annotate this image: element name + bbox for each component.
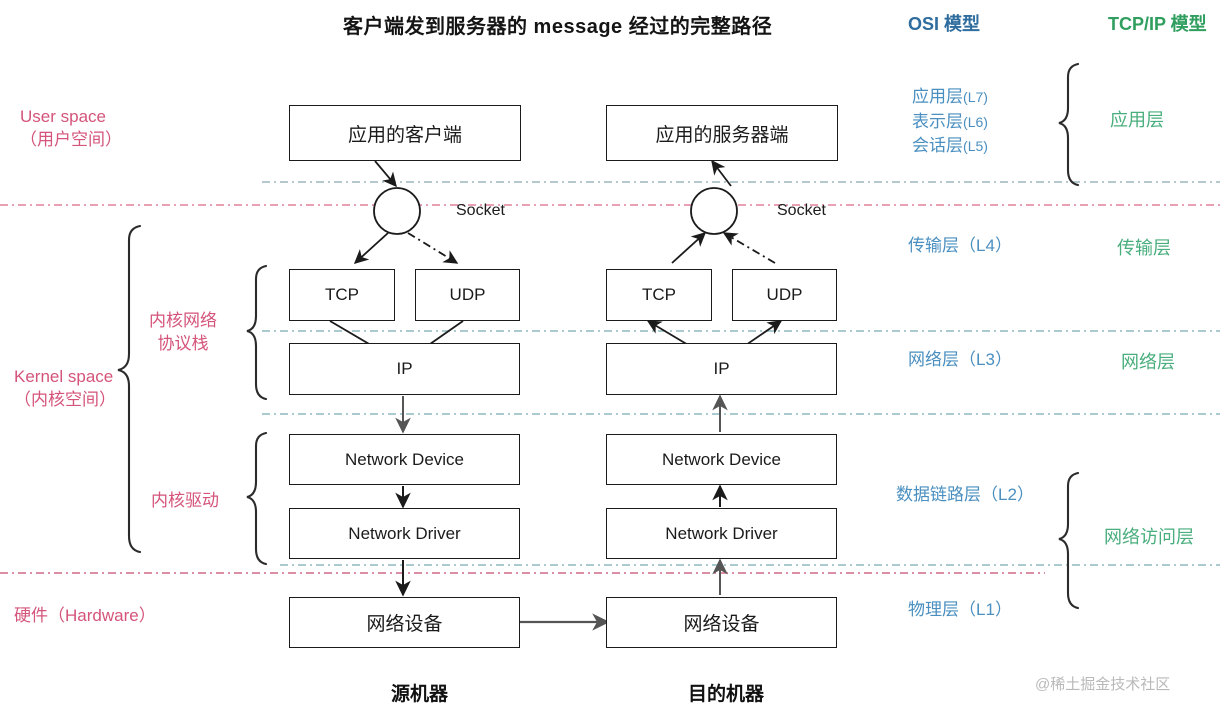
page-title: 客户端发到服务器的 message 经过的完整路径 (343, 16, 773, 38)
tcpip-layer-application: 应用层 (1110, 110, 1164, 130)
server-app-label: 应用的服务器端 (655, 124, 789, 146)
kernel-protocol-stack-line1: 内核网络 (149, 311, 217, 330)
socket-circle-server (690, 187, 738, 235)
client-app-label: 应用的客户端 (347, 124, 462, 146)
server-socket-label: Socket (777, 202, 826, 219)
server-udp-box[interactable]: UDP (732, 269, 837, 321)
brace-tcpip-network-access (1058, 471, 1080, 610)
tcpip-layer-network-access: 网络访问层 (1104, 527, 1194, 547)
kernel-space-label-cn: （内核空间） (14, 389, 116, 409)
client-app-box[interactable]: 应用的客户端 (289, 105, 521, 161)
client-socket-label: Socket (456, 202, 505, 219)
osi-application-group: 应用层(L7) 表示层(L6) 会话层(L5) (880, 85, 1020, 159)
brace-tcpip-application (1058, 62, 1080, 187)
server-network-driver-label: Network Driver (665, 523, 778, 543)
brace-protocol-stack (246, 264, 268, 401)
destination-machine-label: 目的机器 (688, 684, 765, 705)
client-hardware-box[interactable]: 网络设备 (289, 597, 520, 648)
osi-layer-l4: 传输层（L4） (908, 236, 1012, 255)
user-space-label-cn: （用户空间） (20, 129, 122, 149)
socket-circle-client (373, 187, 421, 235)
client-udp-box[interactable]: UDP (415, 269, 520, 321)
tcpip-layer-internet: 网络层 (1121, 352, 1175, 372)
watermark: @稀土掘金技术社区 (1035, 676, 1171, 693)
server-network-driver-box[interactable]: Network Driver (606, 508, 837, 559)
client-ip-box[interactable]: IP (289, 343, 520, 395)
client-tcp-label: TCP (325, 285, 359, 304)
server-network-device-box[interactable]: Network Device (606, 434, 837, 485)
tcpip-layer-transport: 传输层 (1117, 238, 1171, 258)
client-network-device-label: Network Device (344, 449, 465, 469)
server-ip-label: IP (713, 359, 730, 378)
brace-kernel-driver (246, 431, 268, 566)
source-machine-label: 源机器 (391, 684, 449, 705)
osi-layer-l1: 物理层（L1） (908, 600, 1012, 619)
server-app-box[interactable]: 应用的服务器端 (606, 105, 838, 161)
kernel-space-label-en: Kernel space (14, 367, 114, 386)
osi-layer-l6: 表示层(L6) (912, 111, 988, 131)
osi-layer-l5: 会话层(L5) (912, 136, 988, 156)
kernel-space-label: Kernel space （内核空间） (14, 366, 116, 412)
hardware-label: 硬件（Hardware） (14, 606, 156, 625)
client-tcp-box[interactable]: TCP (289, 269, 395, 321)
user-space-label: User space （用户空间） (20, 106, 122, 152)
server-tcp-box[interactable]: TCP (606, 269, 712, 321)
client-network-driver-box[interactable]: Network Driver (289, 508, 520, 559)
client-ip-label: IP (396, 359, 413, 378)
tcpip-model-header: TCP/IP 模型 (1108, 14, 1207, 34)
osi-layer-l3: 网络层（L3） (908, 350, 1012, 369)
client-hardware-label: 网络设备 (366, 614, 443, 635)
server-network-device-label: Network Device (661, 449, 782, 469)
server-hardware-box[interactable]: 网络设备 (606, 597, 837, 648)
brace-kernel-space (117, 224, 142, 554)
osi-layer-l7: 应用层(L7) (912, 87, 988, 106)
client-udp-label: UDP (449, 285, 486, 304)
osi-model-header: OSI 模型 (908, 14, 981, 34)
client-network-device-box[interactable]: Network Device (289, 434, 520, 485)
osi-layer-l2: 数据链路层（L2） (896, 485, 1034, 504)
server-tcp-label: TCP (642, 285, 676, 304)
client-network-driver-label: Network Driver (348, 523, 461, 543)
server-udp-label: UDP (766, 285, 803, 304)
server-hardware-label: 网络设备 (683, 614, 760, 635)
kernel-protocol-stack-line2: 协议栈 (157, 333, 209, 353)
kernel-protocol-stack-label: 内核网络 协议栈 (133, 310, 233, 356)
server-ip-box[interactable]: IP (606, 343, 837, 395)
user-space-label-en: User space (20, 107, 106, 126)
kernel-driver-label: 内核驱动 (151, 491, 219, 510)
